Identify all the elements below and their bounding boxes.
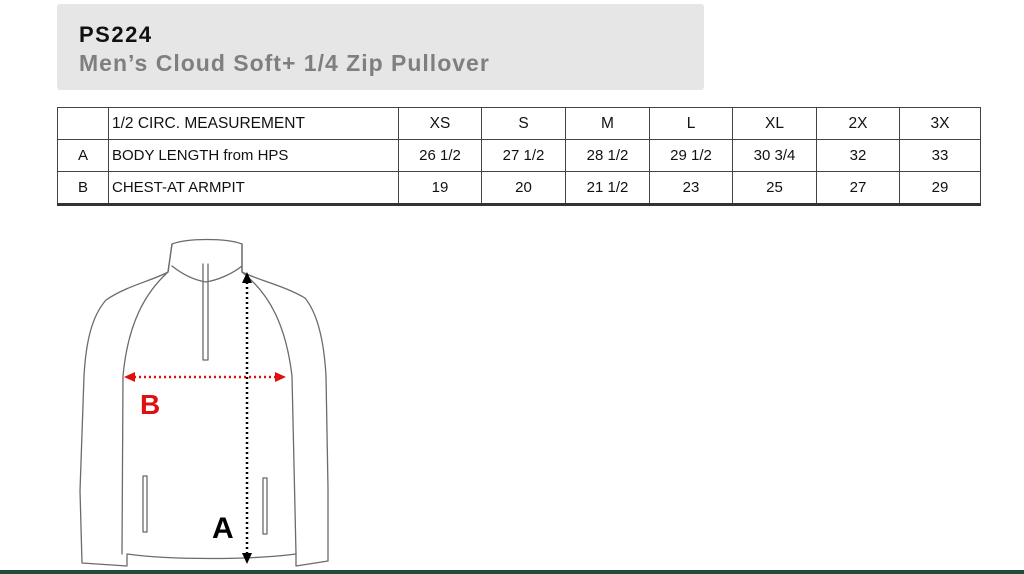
header-box: PS224 Men’s Cloud Soft+ 1/4 Zip Pullover	[57, 4, 704, 90]
row-label: CHEST-AT ARMPIT	[108, 171, 399, 206]
size-header: XS	[398, 107, 482, 140]
measurement-cell: 29	[899, 171, 981, 206]
label-a: A	[212, 512, 234, 545]
measurement-cell: 20	[481, 171, 566, 206]
table-header-row: 1/2 CIRC. MEASUREMENT XS S M L XL 2X 3X	[57, 107, 981, 140]
bottom-strip	[0, 570, 1024, 574]
product-name: Men’s Cloud Soft+ 1/4 Zip Pullover	[79, 50, 490, 76]
length-arrow	[242, 272, 252, 564]
size-header: 2X	[816, 107, 900, 140]
row-label: BODY LENGTH from HPS	[108, 139, 399, 172]
measurement-cell: 32	[816, 139, 900, 172]
chest-arrow	[124, 372, 286, 382]
size-header: XL	[732, 107, 817, 140]
measurement-cell: 25	[732, 171, 817, 206]
header-measurement-label: 1/2 CIRC. MEASUREMENT	[108, 107, 399, 140]
table-row: A BODY LENGTH from HPS 26 1/2 27 1/2 28 …	[57, 139, 981, 172]
header-letter-cell	[57, 107, 109, 140]
measurement-cell: 21 1/2	[565, 171, 650, 206]
collar-band	[167, 243, 243, 273]
zipper	[202, 263, 209, 361]
collar-line	[171, 265, 243, 283]
measurement-cell: 28 1/2	[565, 139, 650, 172]
row-letter: A	[57, 139, 109, 172]
measurement-cell: 30 3/4	[732, 139, 817, 172]
measurement-cell: 26 1/2	[398, 139, 482, 172]
size-header: S	[481, 107, 566, 140]
raglan-seam-left	[121, 271, 169, 555]
measurement-cell: 23	[649, 171, 733, 206]
measurement-table: 1/2 CIRC. MEASUREMENT XS S M L XL 2X 3X …	[57, 107, 981, 206]
table-row: B CHEST-AT ARMPIT 19 20 21 1/2 23 25 27 …	[57, 171, 981, 206]
size-header: M	[565, 107, 650, 140]
measurement-cell: 27 1/2	[481, 139, 566, 172]
measurement-cell: 27	[816, 171, 900, 206]
label-b: B	[140, 389, 160, 420]
pullover-sketch: B A	[79, 238, 329, 567]
measurement-cell: 29 1/2	[649, 139, 733, 172]
pocket-left	[142, 475, 148, 533]
product-code: PS224	[79, 22, 153, 47]
pocket-right	[262, 477, 268, 535]
row-letter: B	[57, 171, 109, 206]
size-header: L	[649, 107, 733, 140]
size-header: 3X	[899, 107, 981, 140]
garment-outline	[79, 238, 329, 567]
raglan-seam-right	[241, 271, 297, 555]
measurement-cell: 33	[899, 139, 981, 172]
measurement-cell: 19	[398, 171, 482, 206]
